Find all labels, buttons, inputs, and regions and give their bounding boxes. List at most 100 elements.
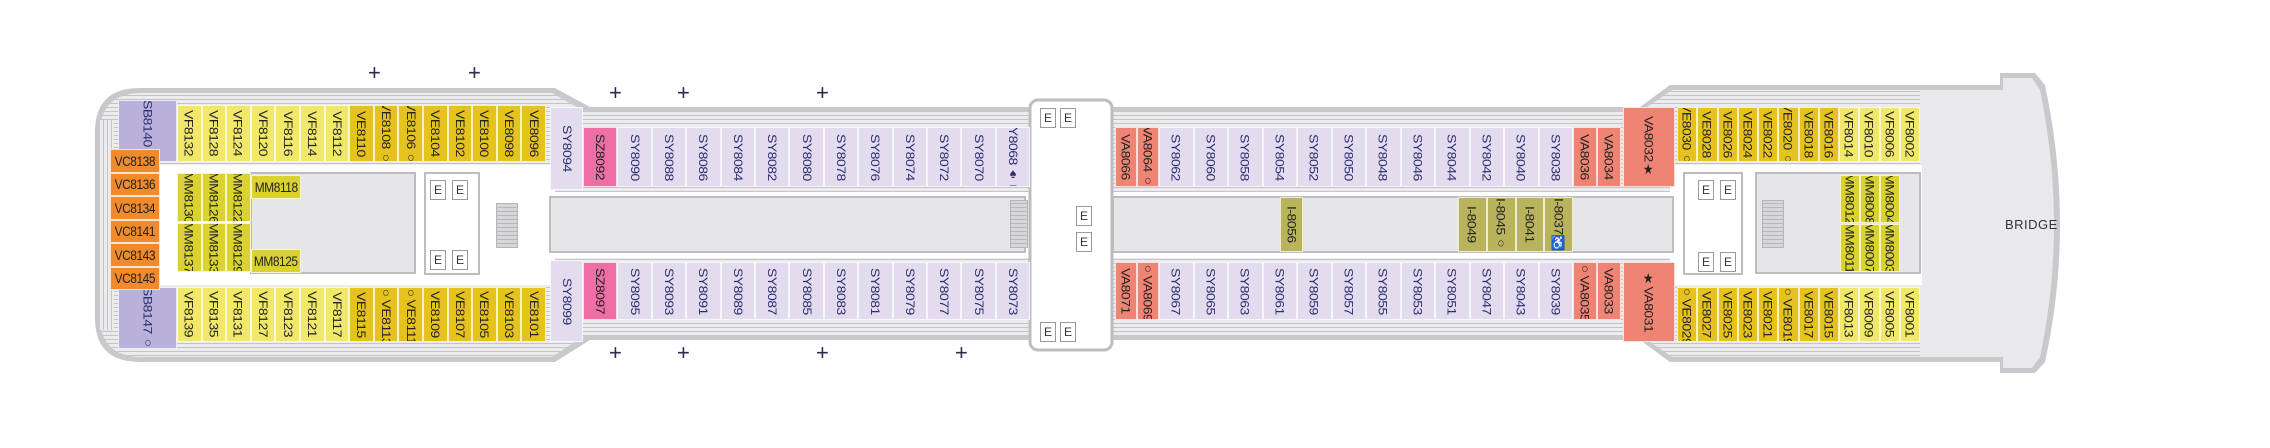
cabin-va8069[interactable]: ○VA8069 — [1137, 262, 1159, 320]
cabin-sy8078[interactable]: SY8078 — [823, 127, 859, 187]
cabin-sy8095[interactable]: SY8095 — [617, 262, 652, 320]
cabin-sy8053[interactable]: SY8053 — [1400, 262, 1435, 320]
cabin-ve8025[interactable]: VE8025 — [1717, 287, 1738, 342]
cabin-ve8104[interactable]: VE8104 — [423, 105, 448, 162]
cabin-vf8116[interactable]: VF8116 — [275, 105, 300, 162]
cabin-va8064[interactable]: VA8064○ — [1137, 127, 1159, 187]
cabin-sy8040[interactable]: SY8040 — [1504, 127, 1539, 187]
cabin-vf8131[interactable]: VF8131 — [226, 287, 251, 342]
cabin-va8034[interactable]: VA8034 — [1597, 127, 1621, 187]
cabin-sy8055[interactable]: SY8055 — [1366, 262, 1401, 320]
cabin-sy8051[interactable]: SY8051 — [1435, 262, 1470, 320]
cabin-sy8050[interactable]: SY8050 — [1331, 127, 1366, 187]
cabin-sy8081[interactable]: SY8081 — [858, 262, 893, 320]
cabin-vf8013[interactable]: VF8013 — [1839, 287, 1860, 342]
cabin-mm8008[interactable]: MM8008 — [1860, 175, 1880, 223]
cabin-vf8009[interactable]: VF8009 — [1859, 287, 1880, 342]
cabin-mm8003[interactable]: MM8003 — [1880, 224, 1900, 272]
cabin-i-8045[interactable]: I-8045○ — [1486, 197, 1516, 252]
cabin-i-8041[interactable]: I-8041 — [1515, 197, 1545, 252]
cabin-sy8044[interactable]: SY8044 — [1435, 127, 1470, 187]
cabin-vf8135[interactable]: VF8135 — [201, 287, 227, 342]
cabin-vf8117[interactable]: VF8117 — [324, 287, 350, 342]
cabin-sb8147[interactable]: SB8147○ — [118, 287, 177, 349]
cabin-ve8096[interactable]: VE8096 — [521, 105, 546, 162]
cabin-va8071[interactable]: VA8071 — [1115, 262, 1137, 320]
cabin-sy8073[interactable]: SY8073 — [995, 262, 1031, 320]
cabin-ve8028[interactable]: VE8028 — [1697, 107, 1718, 162]
cabin-sy8048[interactable]: SY8048 — [1366, 127, 1401, 187]
cabin-mm8118[interactable]: MM8118 — [251, 175, 301, 199]
cabin-sy8072[interactable]: SY8072 — [927, 127, 962, 187]
cabin-sy8038[interactable]: SY8038 — [1538, 127, 1573, 187]
cabin-ve8019[interactable]: ○VE8019 — [1778, 287, 1799, 342]
cabin-sz8092[interactable]: SZ8092 — [583, 127, 618, 187]
cabin-vf8124[interactable]: VF8124 — [226, 105, 251, 162]
cabin-vf8128[interactable]: VF8128 — [201, 105, 227, 162]
cabin-sy8065[interactable]: SY8065 — [1193, 262, 1228, 320]
cabin-ve8017[interactable]: VE8017 — [1798, 287, 1819, 342]
cabin-vf8005[interactable]: VF8005 — [1879, 287, 1900, 342]
cabin-mm8122[interactable]: MM8122 — [226, 173, 251, 222]
cabin-vc8134[interactable]: VC8134 — [110, 196, 160, 220]
cabin-sy8099[interactable]: SY8099 — [550, 260, 583, 342]
cabin-sy8043[interactable]: SY8043 — [1504, 262, 1539, 320]
cabin-vf8006[interactable]: VF8006 — [1879, 107, 1900, 162]
cabin-i-8049[interactable]: I-8049 — [1458, 197, 1487, 252]
cabin-ve8016[interactable]: VE8016 — [1818, 107, 1839, 162]
cabin-ve8026[interactable]: VE8026 — [1717, 107, 1738, 162]
cabin-sy8086[interactable]: SY8086 — [686, 127, 721, 187]
cabin-mm8126[interactable]: MM8126 — [201, 173, 226, 222]
cabin-sy8058[interactable]: SY8058 — [1228, 127, 1263, 187]
cabin-sy8062[interactable]: SY8062 — [1159, 127, 1194, 187]
cabin-ve8102[interactable]: VE8102 — [447, 105, 473, 162]
cabin-ve8113[interactable]: ○VE8113 — [373, 287, 399, 342]
cabin-vc8145[interactable]: VC8145 — [110, 266, 160, 290]
cabin-sy8068[interactable]: SY8068♠▼ — [995, 127, 1031, 187]
cabin-sy8077[interactable]: SY8077 — [927, 262, 962, 320]
cabin-ve8109[interactable]: VE8109 — [423, 287, 448, 342]
cabin-sy8088[interactable]: SY8088 — [651, 127, 687, 187]
cabin-i-8056[interactable]: I-8056 — [1280, 197, 1303, 252]
cabin-vf8112[interactable]: VF8112 — [324, 105, 350, 162]
cabin-sy8046[interactable]: SY8046 — [1400, 127, 1435, 187]
cabin-mm8012[interactable]: MM8012 — [1840, 175, 1860, 223]
cabin-ve8098[interactable]: VE8098 — [496, 105, 522, 162]
cabin-ve8024[interactable]: VE8024 — [1737, 107, 1758, 162]
cabin-ve8106[interactable]: VE8106○ — [398, 105, 423, 162]
cabin-ve8022[interactable]: VE8022 — [1758, 107, 1779, 162]
cabin-sy8084[interactable]: SY8084 — [720, 127, 755, 187]
cabin-sy8063[interactable]: SY8063 — [1228, 262, 1263, 320]
cabin-sy8067[interactable]: SY8067 — [1159, 262, 1194, 320]
cabin-ve8115[interactable]: VE8115 — [349, 287, 374, 342]
cabin-sy8059[interactable]: SY8059 — [1297, 262, 1332, 320]
cabin-ve8029[interactable]: ○VE8029 — [1677, 287, 1698, 342]
cabin-vf8014[interactable]: VF8014 — [1839, 107, 1860, 162]
cabin-vf8127[interactable]: VF8127 — [250, 287, 276, 342]
cabin-sy8093[interactable]: SY8093 — [651, 262, 687, 320]
cabin-sy8087[interactable]: SY8087 — [755, 262, 790, 320]
cabin-ve8103[interactable]: VE8103 — [496, 287, 522, 342]
cabin-vc8141[interactable]: VC8141 — [110, 219, 160, 243]
cabin-sy8076[interactable]: SY8076 — [858, 127, 893, 187]
cabin-vc8143[interactable]: VC8143 — [110, 243, 160, 267]
cabin-va8033[interactable]: VA8033 — [1597, 262, 1621, 320]
cabin-sy8057[interactable]: SY8057 — [1331, 262, 1366, 320]
cabin-sy8082[interactable]: SY8082 — [755, 127, 790, 187]
cabin-ve8018[interactable]: VE8018 — [1798, 107, 1819, 162]
cabin-ve8108[interactable]: VE8108○ — [373, 105, 399, 162]
cabin-sy8074[interactable]: SY8074 — [892, 127, 927, 187]
cabin-vf8123[interactable]: VF8123 — [275, 287, 300, 342]
cabin-vf8120[interactable]: VF8120 — [250, 105, 276, 162]
cabin-ve8111[interactable]: ○VE8111 — [398, 287, 423, 342]
cabin-sy8089[interactable]: SY8089 — [720, 262, 755, 320]
cabin-vf8121[interactable]: VF8121 — [300, 287, 325, 342]
cabin-sy8090[interactable]: SY8090 — [617, 127, 652, 187]
cabin-va8031[interactable]: ★VA8031 — [1623, 262, 1675, 342]
cabin-i-8037[interactable]: I-8037♿ — [1544, 197, 1573, 252]
cabin-va8032[interactable]: VA8032★ — [1623, 107, 1675, 187]
cabin-sy8075[interactable]: SY8075 — [961, 262, 996, 320]
cabin-ve8020[interactable]: VE8020○ — [1778, 107, 1799, 162]
cabin-ve8023[interactable]: VE8023 — [1737, 287, 1758, 342]
cabin-mm8130[interactable]: MM8130 — [177, 173, 202, 222]
